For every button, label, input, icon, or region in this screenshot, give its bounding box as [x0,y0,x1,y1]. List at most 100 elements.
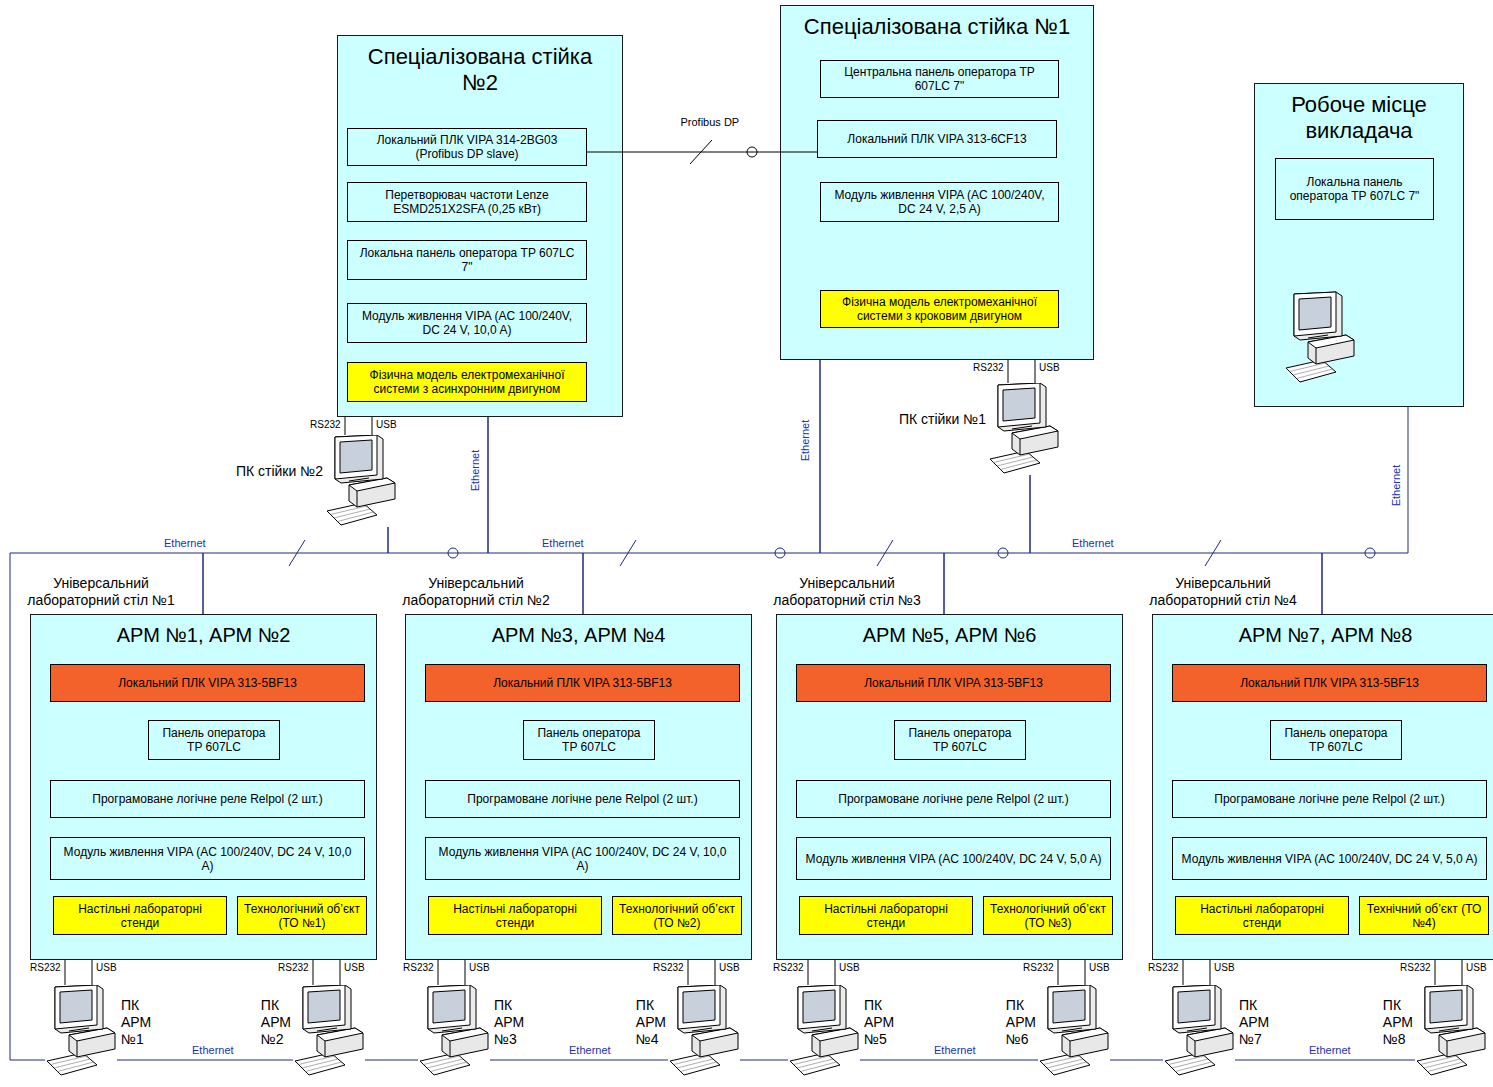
pc-label: ПК стійки №2 [236,463,323,480]
box-ground [1254,83,1464,407]
network-label: Ethernet [469,448,482,492]
box-ground [776,614,1123,960]
ethernet-link [490,1060,668,1061]
box-text: Локальна панель оператора TP 607LC 7" [1282,175,1427,203]
box-text: Програмоване логічне реле Relpol (2 шт.) [1214,792,1444,806]
pc-node: ПК АРМ №2 [293,985,365,1077]
relay-box: Програмоване логічне реле Relpol (2 шт.) [1172,780,1487,818]
interface-label: USB [375,419,398,431]
panel-box: Панель оператора TP 607LC [148,720,280,760]
crossing-hop [1365,548,1375,558]
network-label: Ethernet [1308,1044,1352,1057]
box-text: Програмоване логічне реле Relpol (2 шт.) [467,792,697,806]
box-text: Локальний ПЛК VIPA 313-6CF13 [847,132,1026,146]
pc-label: ПК АРМ №7 [1239,997,1269,1048]
cable-link [372,417,373,435]
network-label: Ethernet [1390,463,1403,507]
cable-link [92,960,93,985]
relay-box: Програмоване логічне реле Relpol (2 шт.) [425,780,740,818]
ethernet-link [1110,1060,1163,1061]
pc-label: ПК АРМ №8 [1383,997,1413,1048]
box-text: Програмоване логічне реле Relpol (2 шт.) [838,792,1068,806]
ethernet-link [583,360,820,614]
rack-title: Робоче місце викладача [1264,92,1454,144]
crossing-hop [775,548,785,558]
panel-box: Центральна панель оператора TP 607LC 7" [820,60,1059,98]
plc-box: Локальний ПЛК VIPA 313-6CF13 [817,120,1057,158]
ethernet-link [944,475,1030,614]
interface-label: USB [95,962,118,974]
table-title: АРМ №1, АРМ №2 [31,623,376,647]
cable-link [1183,960,1184,985]
stand-box: Настільні лабораторні стенди [1175,896,1349,935]
box-text: Модуль живлення VIPA (AC 100/240V, DC 24… [1182,852,1478,866]
ethernet-link [117,1060,293,1061]
pc-label: ПК АРМ №3 [494,997,524,1048]
panel-box: Панель оператора TP 607LC [1270,720,1402,760]
panel-box: Локальна панель оператора TP 607LC 7" [1275,158,1434,220]
panel-box: Локальна панель оператора TP 607LC 7" [347,240,587,280]
box-text: Локальний ПЛК VIPA 313-5BF13 [864,676,1043,690]
power-box: Модуль живлення VIPA (AC 100/240V, DC 24… [820,182,1059,222]
power-box: Модуль живлення VIPA (AC 100/240V, DC 24… [1172,837,1487,880]
ethernet-link [388,417,488,553]
pc-icon [418,985,490,1077]
pc-icon [293,985,365,1077]
cable-link [345,417,346,435]
break-tick [620,540,636,566]
box-text: Технологічний об’єкт (ТО №2) [619,902,735,930]
plc-box: Локальний ПЛК VIPA 313-5BF13 [1172,664,1487,702]
box-text: Локальний ПЛК VIPA 314-2BG03 (Profibus D… [354,133,580,161]
box-ground [337,35,623,417]
network-label: Ethernet [541,537,585,550]
box-text: Модуль живлення VIPA (AC 100/240V, DC 24… [354,309,580,337]
box-text: Технологічний об’єкт (ТО №3) [990,902,1106,930]
power-box: Модуль живлення VIPA (AC 100/240V, DC 24… [347,303,587,343]
table-box: Універсальний лабораторний стіл №3АРМ №5… [776,614,1123,960]
pc-label: ПК АРМ №5 [864,997,894,1048]
table-heading: Універсальний лабораторний стіл №2 [396,575,556,609]
interface-label: USB [1213,962,1236,974]
box-ground [30,614,377,960]
crossing-hop [998,548,1008,558]
box-text: Модуль живлення VIPA (AC 100/240V, DC 24… [432,845,733,873]
box-text: Локальна панель оператора TP 607LC 7" [354,246,580,274]
interface-label: RS232 [652,962,685,974]
plc-box: Локальний ПЛК VIPA 313-5BF13 [796,664,1111,702]
pc-label: ПК АРМ №4 [636,997,666,1048]
interface-label: USB [718,962,741,974]
box-text: Настільні лабораторні стенди [1182,902,1342,930]
pc-node: ПК стійки №1 [988,383,1060,475]
cable-link [1008,360,1009,383]
model-box: Фізична модель електромеханічної системи… [347,362,587,402]
box-text: Настільні лабораторні стенди [435,902,595,930]
plc-box: Локальний ПЛК VIPA 313-5BF13 [425,664,740,702]
workplace-box: Робоче місце викладачаЛокальна панель оп… [1254,83,1464,407]
network-label: Ethernet [799,418,812,462]
object-box: Технологічний об’єкт (ТО №1) [237,896,367,935]
box-text: Локальний ПЛК VIPA 313-5BF13 [493,676,672,690]
stand-box: Настільні лабораторні стенди [53,896,227,935]
pc-icon [1415,985,1487,1077]
cable-link [313,960,314,985]
cable-link [715,960,716,985]
power-box: Модуль живлення VIPA (AC 100/240V, DC 24… [796,837,1111,880]
cable-link [835,960,836,985]
table-title: АРМ №7, АРМ №8 [1153,623,1493,647]
power-box: Модуль живлення VIPA (AC 100/240V, DC 24… [425,837,740,880]
box-text: Панель оператора TP 607LC [530,726,648,754]
network-label: Ethernet [1071,537,1115,550]
object-box: Технологічний об’єкт (ТО №2) [612,896,742,935]
panel-box: Панель оператора TP 607LC [894,720,1026,760]
box-text: Програмоване логічне реле Relpol (2 шт.) [92,792,322,806]
rack-box: Спеціалізована стійка №1Центральна панел… [780,5,1094,360]
box-ground [1152,614,1493,960]
table-box: Універсальний лабораторний стіл №4АРМ №7… [1152,614,1493,960]
ethernet-link [1030,475,1322,614]
plc-box: Локальний ПЛК VIPA 313-5BF13 [50,664,365,702]
break-tick [1205,540,1221,566]
pc-label: ПК АРМ №1 [121,997,151,1048]
box-text: Настільні лабораторні стенди [806,902,966,930]
cable-link [1035,360,1036,383]
box-text: Локальний ПЛК VIPA 313-5BF13 [118,676,297,690]
